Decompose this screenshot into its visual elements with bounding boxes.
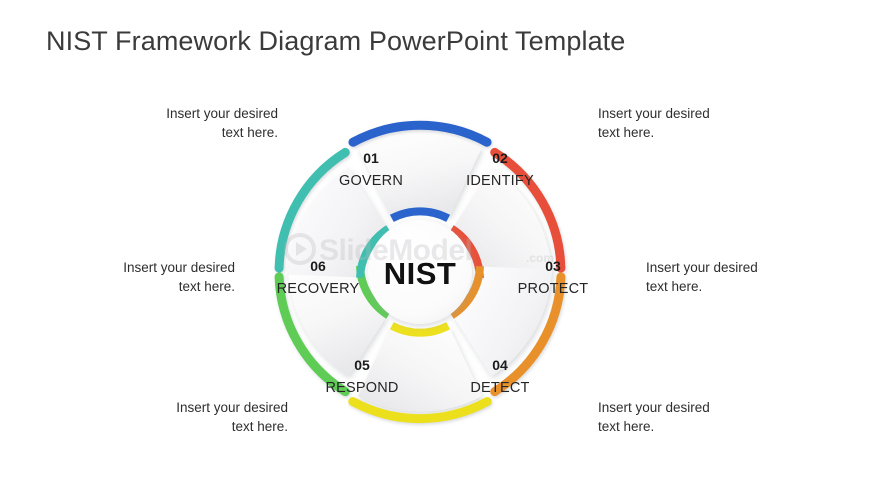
segment-number-protect: 03 [545,258,561,274]
segment-number-recovery: 06 [310,258,326,274]
segment-label-identify: IDENTIFY [466,173,534,189]
segment-label-respond: RESPOND [325,380,398,396]
outer-arc-detect [348,397,492,424]
outer-arc-recovery [274,147,350,273]
inner-arc-detect [389,322,451,337]
caption-govern[interactable]: Insert your desired text here. [118,104,278,142]
segment-label-protect: PROTECT [518,281,589,297]
inner-arc-govern [389,207,451,222]
segment-label-govern: GOVERN [339,173,403,189]
caption-respond[interactable]: Insert your desired text here. [128,398,288,436]
wedge-identify[interactable] [453,167,552,278]
outer-arc-govern [348,120,492,147]
outer-color-arcs [274,120,566,424]
outer-arc-respond [274,272,350,397]
caption-protect-line2: text here. [646,279,703,294]
center-circle[interactable] [368,220,472,324]
caption-govern-line1: Insert your desired [166,106,278,121]
center-label: NIST [384,256,457,291]
caption-protect-line1: Insert your desired [646,260,758,275]
inner-arc-recovery [356,225,391,279]
wedge-protect[interactable] [453,266,552,377]
caption-identify-line2: text here. [598,125,655,140]
caption-protect[interactable]: Insert your desired text here. [646,258,806,296]
caption-govern-line2: text here. [221,125,278,140]
wedge-govern[interactable] [358,132,482,218]
inner-color-arcs [356,207,484,337]
caption-respond-line2: text here. [231,419,288,434]
inner-arc-protect [449,265,484,319]
caption-detect-line1: Insert your desired [598,400,710,415]
wedge-respond[interactable] [288,266,387,377]
page-title: NIST Framework Diagram PowerPoint Templa… [46,26,626,56]
outer-arc-protect [490,272,566,397]
wedge-detect[interactable] [358,326,482,412]
caption-recovery-line1: Insert your desired [123,260,235,275]
caption-recovery-line2: text here. [178,279,235,294]
segment-number-govern: 01 [363,150,379,166]
caption-identify-line1: Insert your desired [598,106,710,121]
segment-number-identify: 02 [492,150,508,166]
segment-label-detect: DETECT [470,380,529,396]
caption-respond-line1: Insert your desired [176,400,288,415]
caption-recovery[interactable]: Insert your desired text here. [75,258,235,296]
caption-detect[interactable]: Insert your desired text here. [598,398,758,436]
segment-number-respond: 05 [354,357,370,373]
outer-arc-identify [490,147,566,273]
caption-identify[interactable]: Insert your desired text here. [598,104,758,142]
segment-label-recovery: RECOVERY [277,281,360,297]
wedge-recovery[interactable] [288,167,387,278]
caption-detect-line2: text here. [598,419,655,434]
wedge-faces [288,132,552,412]
segment-number-detect: 04 [492,357,508,373]
